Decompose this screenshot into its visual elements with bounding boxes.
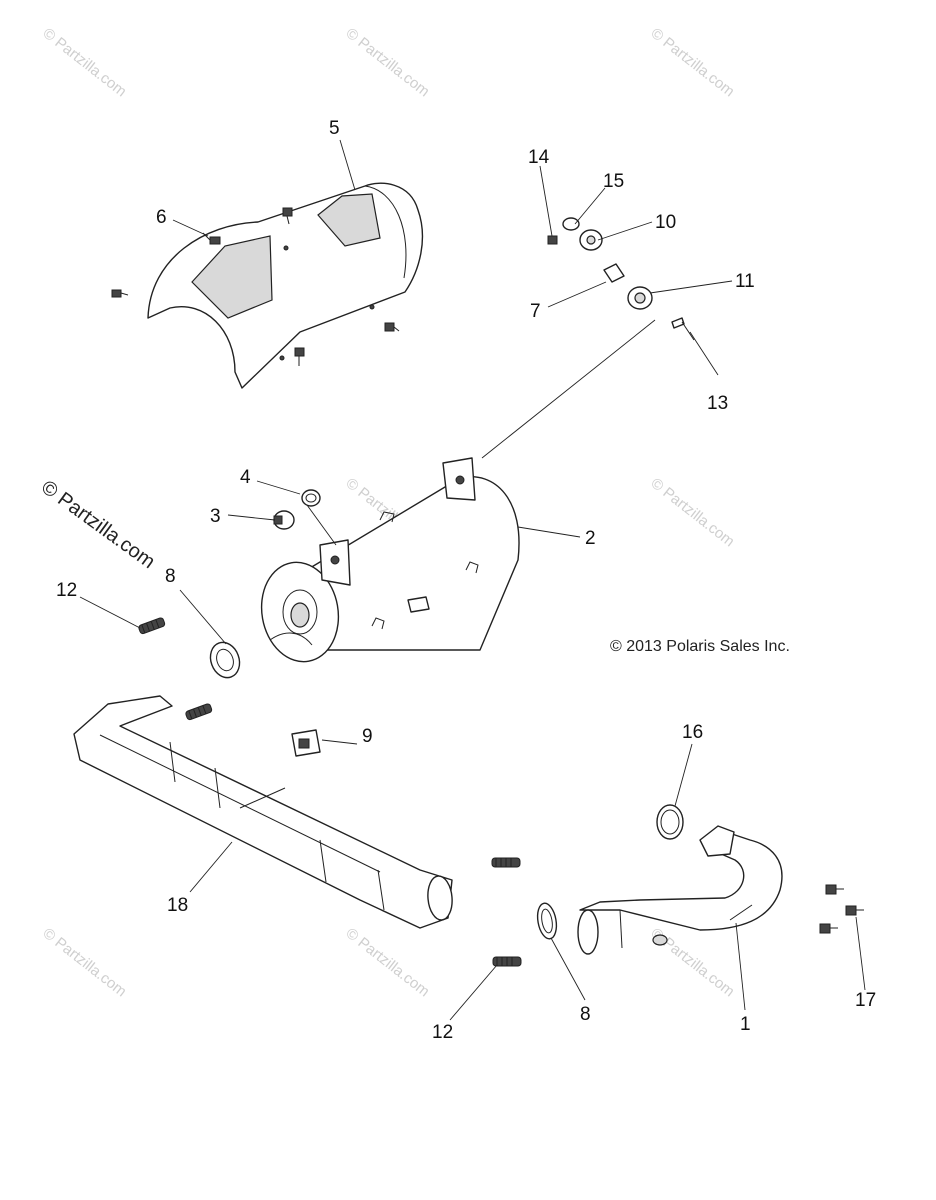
watermark: © Partzilla.com [343,25,433,101]
callout-labels: 5 6 14 15 10 11 7 13 4 3 2 8 12 9 16 18 … [56,118,876,1043]
copyright-notice: © 2013 Polaris Sales Inc. [610,638,790,655]
nut [547,235,558,245]
plug-screw[interactable] [273,510,295,530]
mount-hardware[interactable] [547,217,695,341]
exhaust-ring[interactable] [656,804,684,840]
callout-18: 18 [167,895,188,916]
watermark: © Partzilla.com [40,925,130,1001]
callout-11: 11 [735,271,755,292]
callout-8: 8 [580,1004,591,1025]
watermark: © Partzilla.com [40,25,130,101]
watermark-large: © Partzilla.com [37,476,159,573]
callout-2: 2 [585,528,596,549]
callout-14: 14 [528,147,550,168]
callout-5: 5 [329,118,340,139]
callout-4: 4 [240,467,251,488]
callout-9: 9 [362,726,373,747]
callout-17: 17 [855,990,876,1011]
heat-shield[interactable] [147,182,424,389]
mid-pipe[interactable] [73,695,454,929]
gasket-upper[interactable] [206,638,245,681]
callout-10: 10 [655,212,676,233]
springs[interactable] [138,617,522,967]
muffler[interactable] [254,457,520,668]
gasket-lower[interactable] [535,902,559,941]
flange-bolts[interactable] [819,884,864,934]
watermark: © Partzilla.com [648,25,738,101]
shield-screws[interactable] [111,207,400,366]
callout-1: 1 [740,1014,751,1035]
clip-nut[interactable] [291,729,321,757]
callout-12: 12 [56,580,77,601]
callout-6: 6 [156,207,167,228]
leader-lines [79,139,866,1021]
gasket-small[interactable] [301,489,321,507]
watermark: © Partzilla.com [648,475,738,551]
watermark: © Partzilla.com [343,925,433,1001]
callout-8: 8 [165,566,176,587]
callout-12: 12 [432,1022,453,1043]
callout-15: 15 [603,171,624,192]
callout-3: 3 [210,506,221,527]
callout-16: 16 [682,722,703,743]
callout-13: 13 [707,393,728,414]
head-pipe[interactable] [577,825,783,955]
callout-7: 7 [530,301,541,322]
